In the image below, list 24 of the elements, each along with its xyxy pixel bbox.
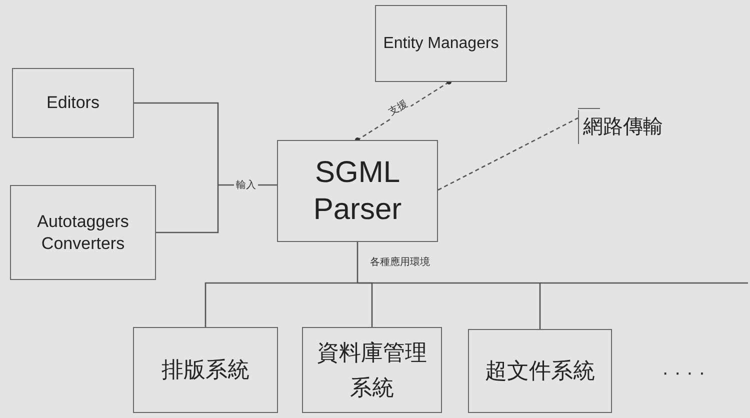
connector-line <box>204 282 358 327</box>
process-box <box>277 140 438 242</box>
process-box <box>12 68 134 138</box>
node-label: Entity Managers <box>383 34 499 54</box>
connector-line <box>358 282 541 329</box>
connector-line <box>356 242 358 283</box>
node-label: Editors <box>46 92 100 114</box>
process-box <box>10 185 156 280</box>
edge-label: 輸入 <box>234 178 258 192</box>
node-label: SGML Parser <box>312 154 403 228</box>
ellipsis-text: · · · · <box>662 362 706 385</box>
process-box <box>375 5 507 82</box>
connector-line <box>438 117 578 191</box>
node-label: 排版系統 <box>162 356 250 384</box>
node-label: 超文件系統 <box>485 357 595 386</box>
process-box <box>302 327 442 413</box>
connector-line <box>156 185 219 234</box>
node-label: 網路傳輸 <box>583 114 663 140</box>
process-box <box>468 329 612 413</box>
process-box <box>133 327 278 413</box>
connector-line <box>134 102 219 185</box>
node-label: Autotaggers Converters <box>36 211 130 254</box>
node-label: 資料庫管理系統 <box>316 338 428 402</box>
edge-label: 各種應用環境 <box>368 255 432 269</box>
